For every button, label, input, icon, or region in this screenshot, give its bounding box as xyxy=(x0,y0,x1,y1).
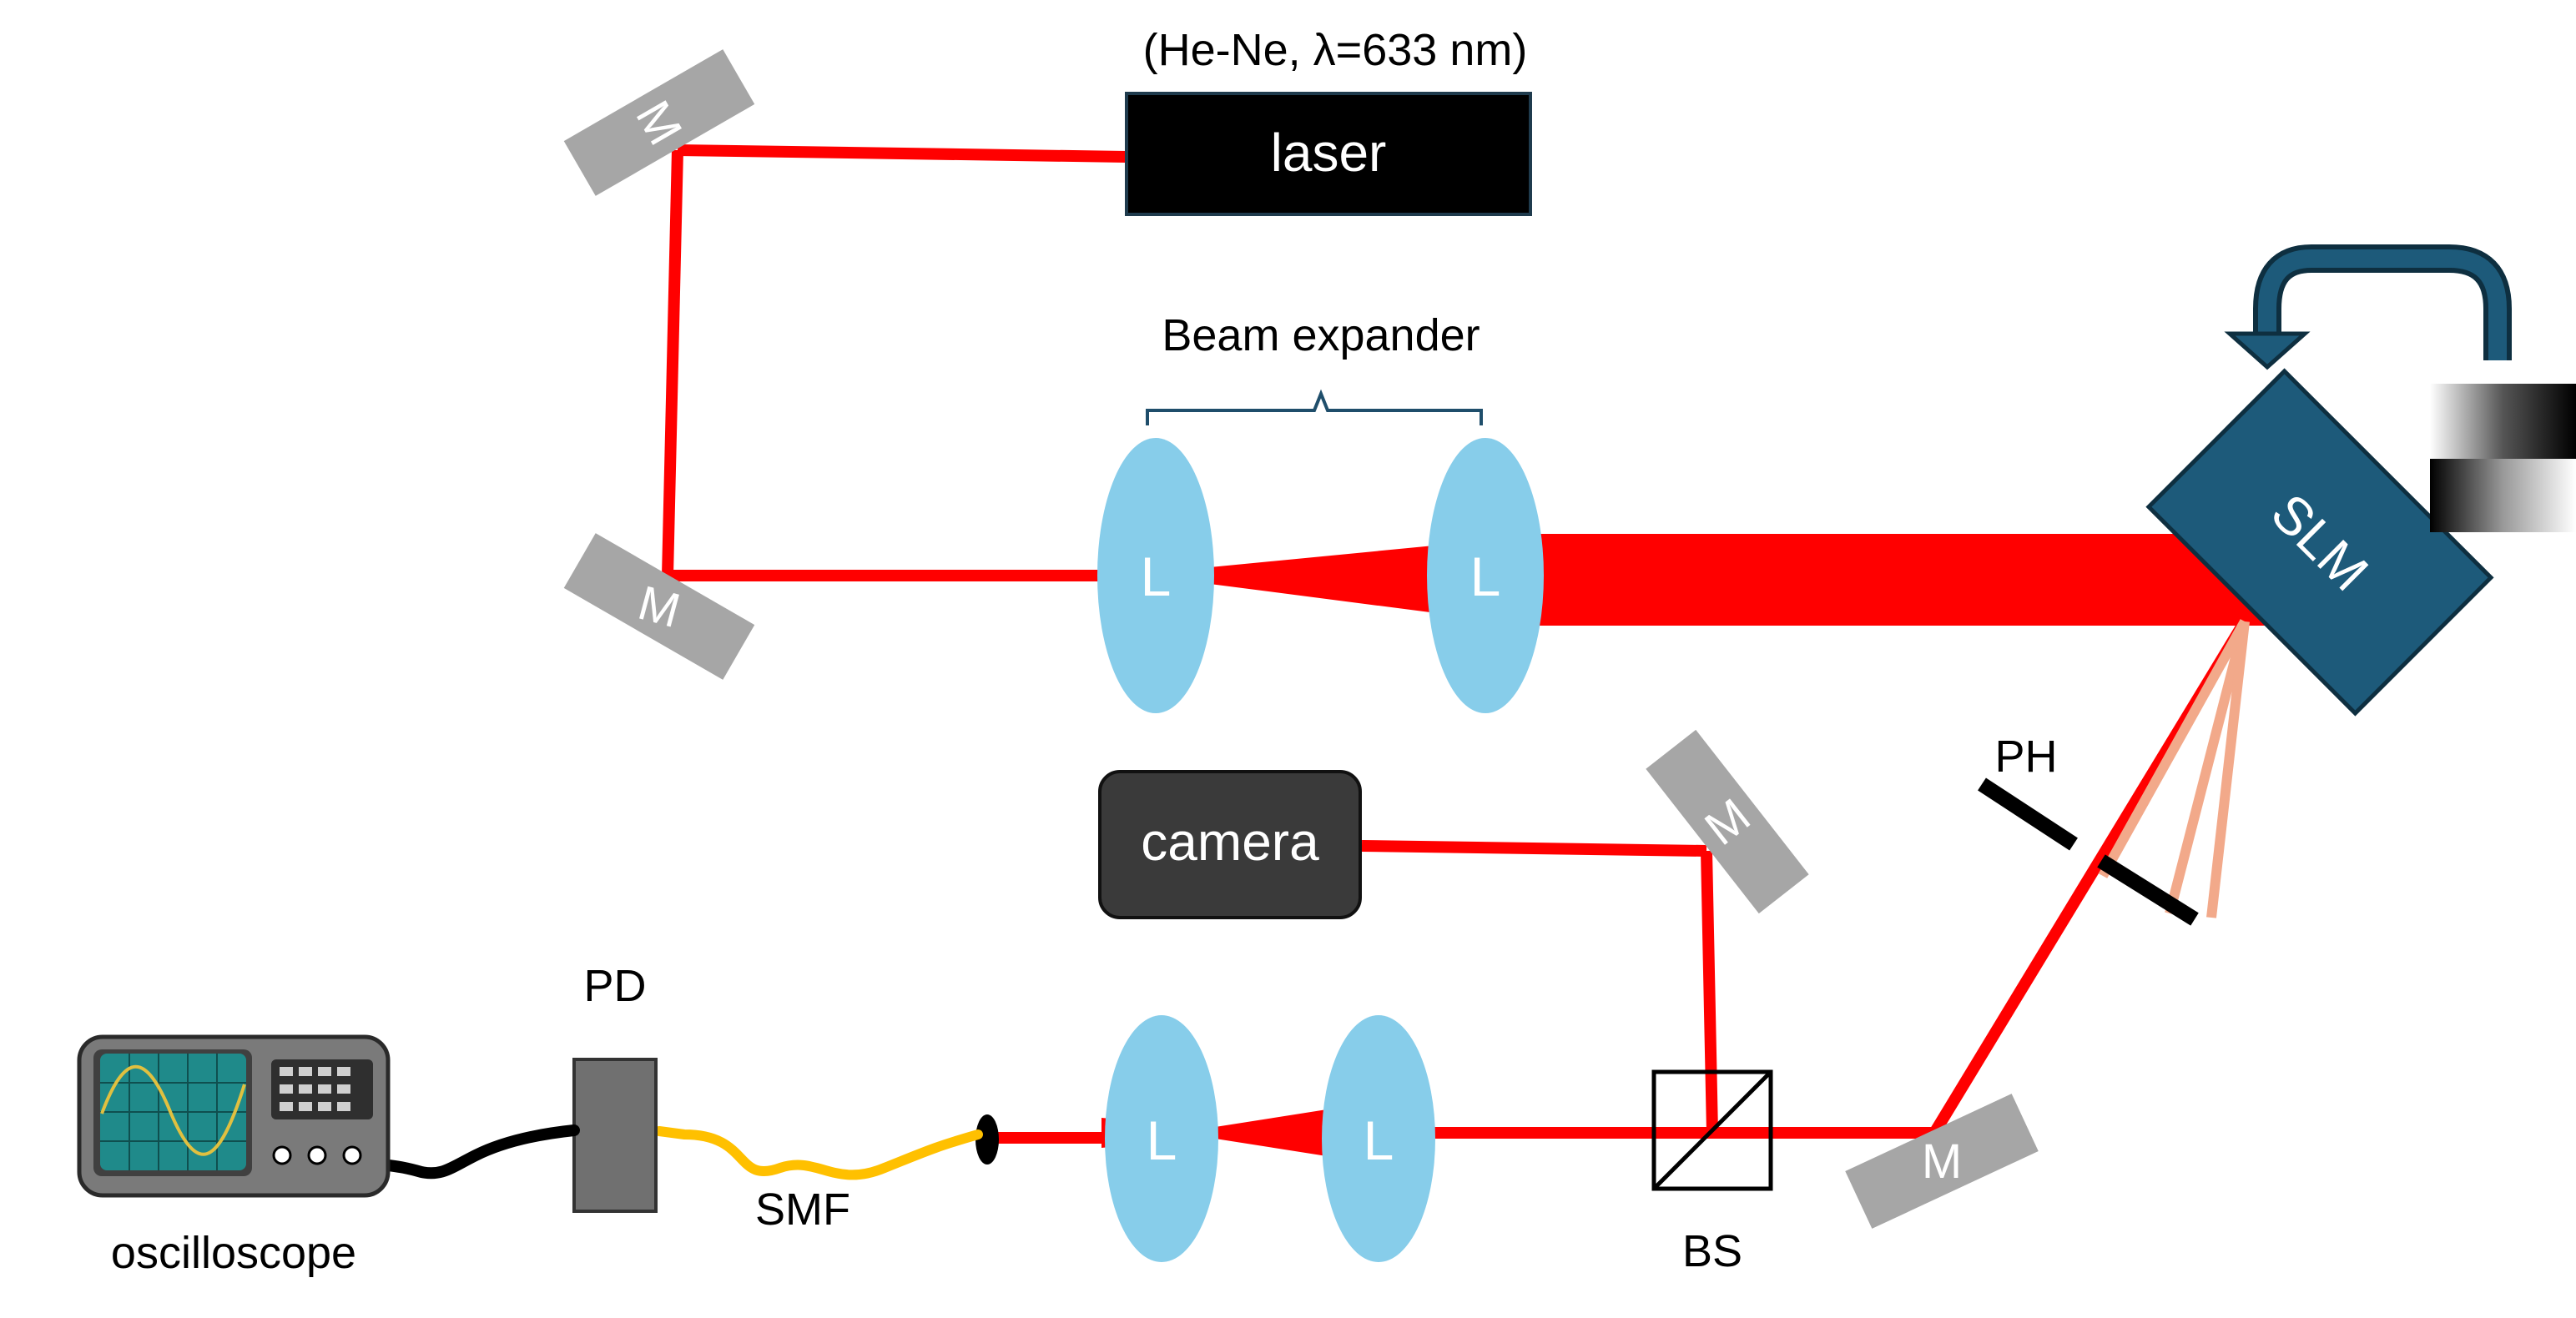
component-label: M xyxy=(1922,1134,1962,1189)
fiber-coupler xyxy=(975,1114,999,1165)
oscilloscope xyxy=(77,1034,391,1198)
photodiode-label: PD xyxy=(583,961,646,1011)
component-label: L xyxy=(1147,1109,1177,1171)
camera-label: camera xyxy=(1141,812,1319,872)
mirror-camera: M xyxy=(1646,729,1809,914)
beam-splitter xyxy=(1651,1069,1773,1191)
beam-expander-lens-1: L xyxy=(1097,438,1214,713)
beam-expander-brace xyxy=(1146,389,1483,425)
mirror-mid-left: M xyxy=(563,533,755,680)
component-label: L xyxy=(1470,546,1501,607)
lower-lens-1: L xyxy=(1105,1015,1218,1262)
feedback-arrow xyxy=(2224,244,2512,370)
beam-expander-lens-2: L xyxy=(1427,438,1544,713)
laser-note: (He-Ne, λ=633 nm) xyxy=(1143,25,1528,75)
phase-mask-image xyxy=(2430,384,2576,532)
slm: SLM xyxy=(2145,368,2494,717)
laser-label: laser xyxy=(1271,123,1387,183)
laser-source: laser xyxy=(1125,92,1532,216)
upper-beam-path xyxy=(662,144,2274,626)
slm-output-beam xyxy=(1931,618,2250,1134)
oscilloscope-label: oscilloscope xyxy=(111,1228,356,1278)
camera: camera xyxy=(1098,770,1362,919)
mirror-top-left: M xyxy=(563,49,755,196)
component-label: L xyxy=(1141,546,1172,607)
oscilloscope-cable xyxy=(353,1124,580,1180)
single-mode-fiber xyxy=(654,1126,983,1180)
beam-splitter-label: BS xyxy=(1682,1226,1742,1276)
pinhole-blade-2 xyxy=(2097,854,2199,926)
component-label: L xyxy=(1364,1109,1394,1171)
lower-lens-2: L xyxy=(1322,1015,1435,1262)
pinhole-blade-1 xyxy=(1978,777,2078,851)
pinhole-label: PH xyxy=(1994,732,2057,782)
photodiode xyxy=(572,1058,658,1213)
beam-expander-label: Beam expander xyxy=(1162,310,1480,360)
fiber-label: SMF xyxy=(755,1185,850,1235)
mirror-bottom-right: M xyxy=(1845,1094,2039,1229)
